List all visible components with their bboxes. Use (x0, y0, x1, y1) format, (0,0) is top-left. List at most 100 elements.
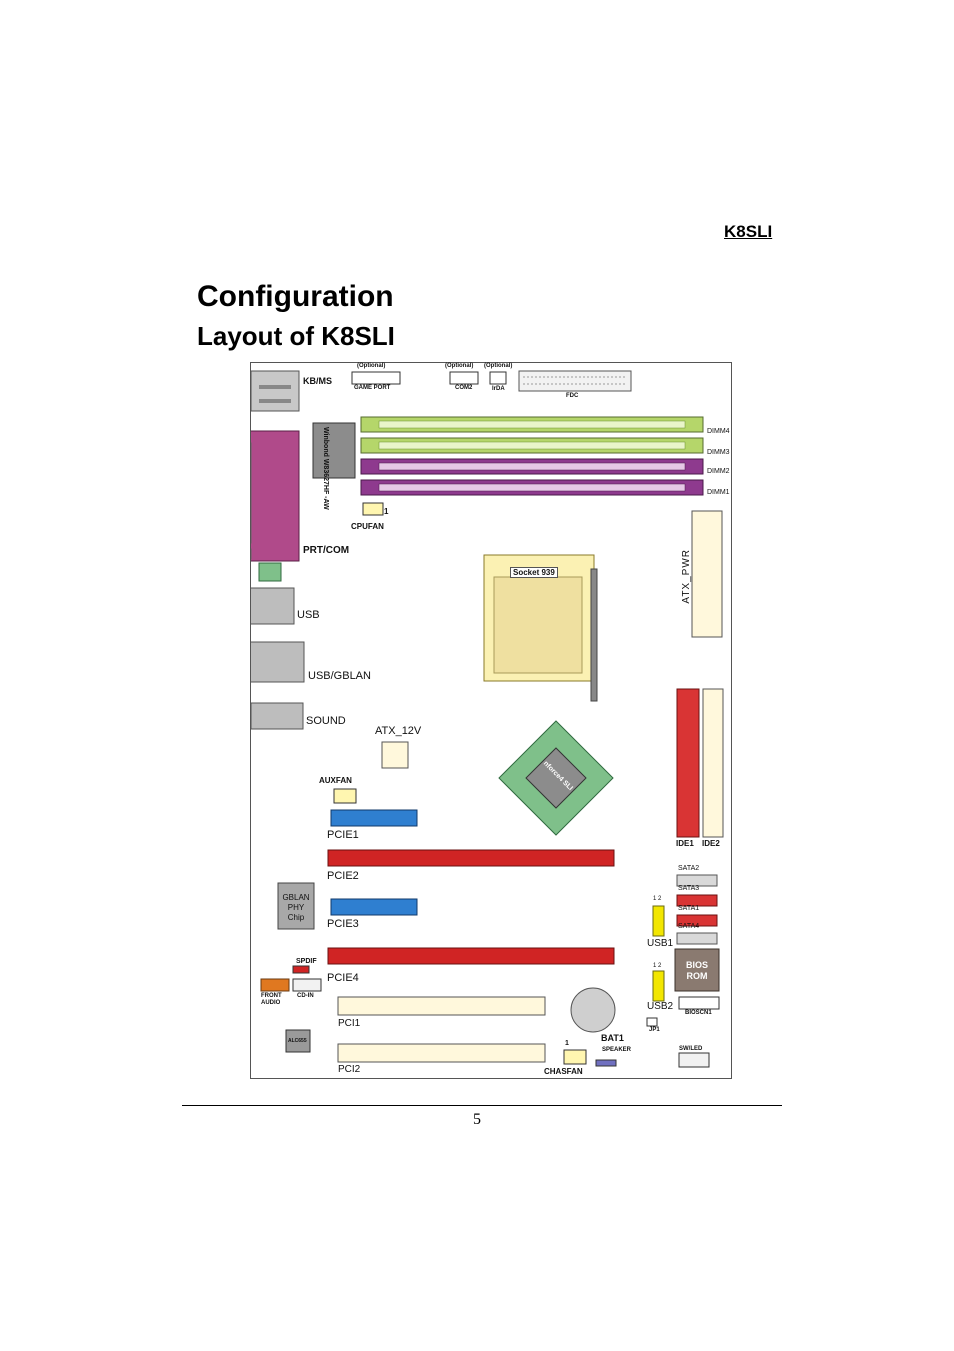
model-header: K8SLI (724, 222, 773, 241)
label-usb1-pins: 1 2 (653, 896, 662, 902)
dimm-slots (360, 416, 704, 496)
label-jp1: JP1 (649, 1027, 660, 1033)
footer-rule (182, 1105, 782, 1106)
page-subtitle: Layout of K8SLI (197, 321, 395, 351)
label-chasfan-pin1: 1 (565, 1040, 569, 1047)
label-sound: SOUND (306, 715, 346, 727)
label-pci2: PCI2 (338, 1064, 361, 1075)
ide1-connector (676, 688, 700, 838)
page-title: Configuration (197, 280, 394, 313)
board-diagram (251, 370, 724, 1068)
label-irda: IrDA (492, 386, 505, 392)
label-bat1: BAT1 (601, 1033, 624, 1043)
spdif-header (292, 965, 310, 974)
pci1-slot (337, 996, 546, 1016)
auxfan-header (333, 788, 357, 804)
label-front-audio: FRONT AUDIO (261, 993, 282, 1006)
label-ide1: IDE1 (676, 839, 694, 848)
label-pcie1: PCIE1 (327, 829, 359, 841)
label-game-port: GAME PORT (354, 385, 391, 391)
sata2-connector (676, 874, 718, 887)
irda-header (489, 371, 507, 385)
label-dimm4: DIMM4 (707, 428, 730, 435)
label-chasfan: CHASFAN (544, 1067, 583, 1076)
label-optional-game: (Optional) (357, 363, 386, 369)
jp1-jumper (646, 1017, 658, 1027)
atx-power-connector (691, 510, 723, 638)
label-dimm3: DIMM3 (707, 449, 730, 456)
label-ide2: IDE2 (702, 839, 720, 848)
label-usb2: USB2 (647, 1001, 674, 1012)
alc-codec-chip (285, 1029, 311, 1053)
label-spdif: SPDIF (296, 958, 317, 965)
label-cpufan: CPUFAN (351, 522, 384, 531)
pcie1-slot (330, 809, 418, 827)
battery-bat1 (570, 987, 616, 1033)
label-auxfan: AUXFAN (319, 776, 352, 785)
label-usb: USB (297, 609, 320, 621)
usb-gblan-port (251, 641, 305, 683)
motherboard-layout: KB/MS (Optional) GAME PORT (Optional) CO… (250, 362, 732, 1079)
label-atx-pwr: ATX_PWR (681, 549, 692, 604)
gblan-phy-chip (277, 882, 315, 930)
com2-header (449, 371, 479, 385)
sound-port (251, 702, 304, 730)
label-cd-in: CD-IN (297, 993, 314, 999)
label-cpufan-pin1: 1 (384, 507, 389, 516)
fdc-connector (518, 370, 632, 392)
pci2-slot (337, 1043, 546, 1063)
label-atx12v: ATX_12V (375, 725, 422, 737)
label-pcie3: PCIE3 (327, 918, 359, 930)
label-sata3: SATA3 (678, 885, 700, 892)
label-usb-gblan: USB/GBLAN (308, 670, 371, 682)
label-pci1: PCI1 (338, 1018, 361, 1029)
label-usb2-pins: 1 2 (653, 963, 662, 969)
sata4-connector (676, 932, 718, 945)
sata1-connector (676, 914, 718, 927)
label-bios-rom: BIOS ROM (685, 960, 708, 981)
label-com2: COM2 (455, 385, 473, 391)
label-fdc: FDC (566, 393, 579, 399)
usb1-header (652, 905, 665, 937)
usb-port (251, 587, 295, 625)
cpufan-header (362, 502, 384, 516)
bios-rom-chip (674, 948, 720, 992)
atx12v-connector (381, 741, 409, 769)
label-bioscn1: BIOSCN1 (685, 1010, 712, 1016)
label-kbms: KB/MS (303, 376, 332, 386)
cd-in-header (292, 978, 322, 992)
pcie4-slot (327, 947, 615, 965)
chipset (498, 720, 614, 836)
sata3-connector (676, 894, 718, 907)
label-sw-led: SW/LED (679, 1046, 703, 1052)
label-sata1: SATA1 (678, 905, 700, 912)
label-pcie2: PCIE2 (327, 870, 359, 882)
label-gblan-phy: GBLAN PHY Chip (282, 893, 310, 922)
chasfan-header (563, 1049, 587, 1065)
label-socket: Socket 939 (510, 567, 558, 578)
winbond-chip (312, 422, 356, 479)
label-dimm2: DIMM2 (707, 468, 730, 475)
page-number: 5 (473, 1111, 481, 1128)
label-dimm1: DIMM1 (707, 489, 730, 496)
ide2-connector (702, 688, 724, 838)
pcie2-slot (327, 849, 615, 867)
label-prt-com: PRT/COM (303, 545, 350, 556)
label-alc: ALC655 (288, 1038, 307, 1044)
game-port-header (351, 371, 401, 385)
label-usb1: USB1 (647, 938, 674, 949)
sw-led-header (678, 1052, 710, 1068)
label-pcie4: PCIE4 (327, 972, 359, 984)
label-sata2: SATA2 (678, 865, 700, 872)
label-optional-irda: (Optional) (484, 363, 513, 369)
bioscn1-header (678, 996, 720, 1010)
pcie3-slot (330, 898, 418, 916)
front-audio-header (260, 978, 290, 992)
label-speaker: SPEAKER (602, 1047, 632, 1053)
label-sata4: SATA4 (678, 923, 700, 930)
label-optional-com2: (Optional) (445, 363, 474, 369)
speaker-header (595, 1059, 617, 1067)
label-winbond: Winbond W83627HF -AW (322, 427, 329, 510)
prt-com-connector (251, 430, 300, 582)
cpu-socket (483, 554, 598, 702)
